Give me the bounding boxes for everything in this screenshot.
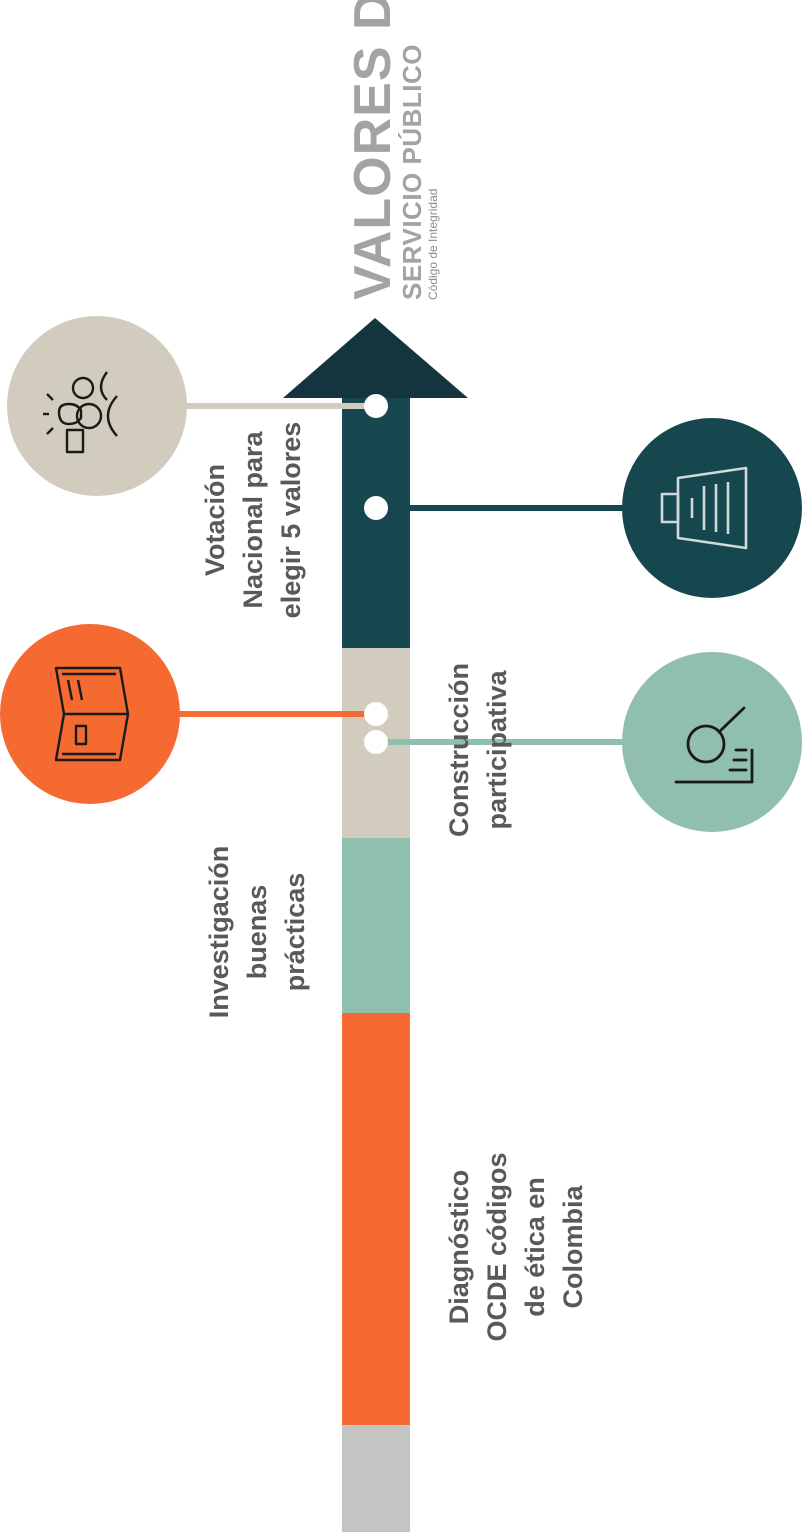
timeline-segment-teal xyxy=(342,398,410,648)
brand-title: VALORES DEL xyxy=(344,0,402,300)
stage-line: participativa xyxy=(482,670,512,830)
stage-label-construccion: Construcción participativa xyxy=(440,620,516,880)
timeline-segment-grey xyxy=(342,1425,410,1532)
stage-line: buenas xyxy=(242,884,272,980)
node-dot-diagnostico xyxy=(364,702,388,726)
icon-circle-votacion xyxy=(622,418,802,598)
ballot-box-icon xyxy=(660,466,748,550)
stage-line: Nacional para xyxy=(238,431,268,609)
stage-line: Investigación xyxy=(204,845,234,1019)
stage-label-diagnostico: Diagnóstico OCDE códigos de ética en Col… xyxy=(440,1112,592,1382)
stage-line: Votación xyxy=(200,464,230,577)
stage-line: elegir 5 valores xyxy=(276,421,306,619)
magnifier-chart-icon xyxy=(674,706,754,784)
timeline-segment-orange xyxy=(342,1013,410,1425)
timeline-segment-mint xyxy=(342,838,410,1013)
brand-block: VALORES DEL SERVICIO PÚBLICO Código de I… xyxy=(344,0,440,300)
stage-line: OCDE códigos xyxy=(482,1152,512,1342)
timeline-arrowhead xyxy=(283,318,468,398)
node-dot-construccion xyxy=(364,394,388,418)
node-dot-investigacion xyxy=(364,730,388,754)
stage-line: Diagnóstico xyxy=(444,1169,474,1325)
brand-subtitle: SERVICIO PÚBLICO xyxy=(397,43,427,300)
stage-line: Construcción xyxy=(444,663,474,838)
stage-line: prácticas xyxy=(280,872,310,992)
open-book-icon xyxy=(54,666,130,762)
stage-line: Colombia xyxy=(558,1185,588,1309)
node-dot-votacion xyxy=(364,496,388,520)
icon-circle-investigacion xyxy=(622,652,802,832)
stage-label-votacion: Votación Nacional para elegir 5 valores xyxy=(196,400,310,640)
brand-tagline: Código de Integridad xyxy=(426,188,440,300)
stage-label-investigacion: Investigación buenas prácticas xyxy=(200,802,314,1062)
team-idea-icon xyxy=(43,371,118,454)
stage-line: de ética en xyxy=(520,1177,550,1317)
